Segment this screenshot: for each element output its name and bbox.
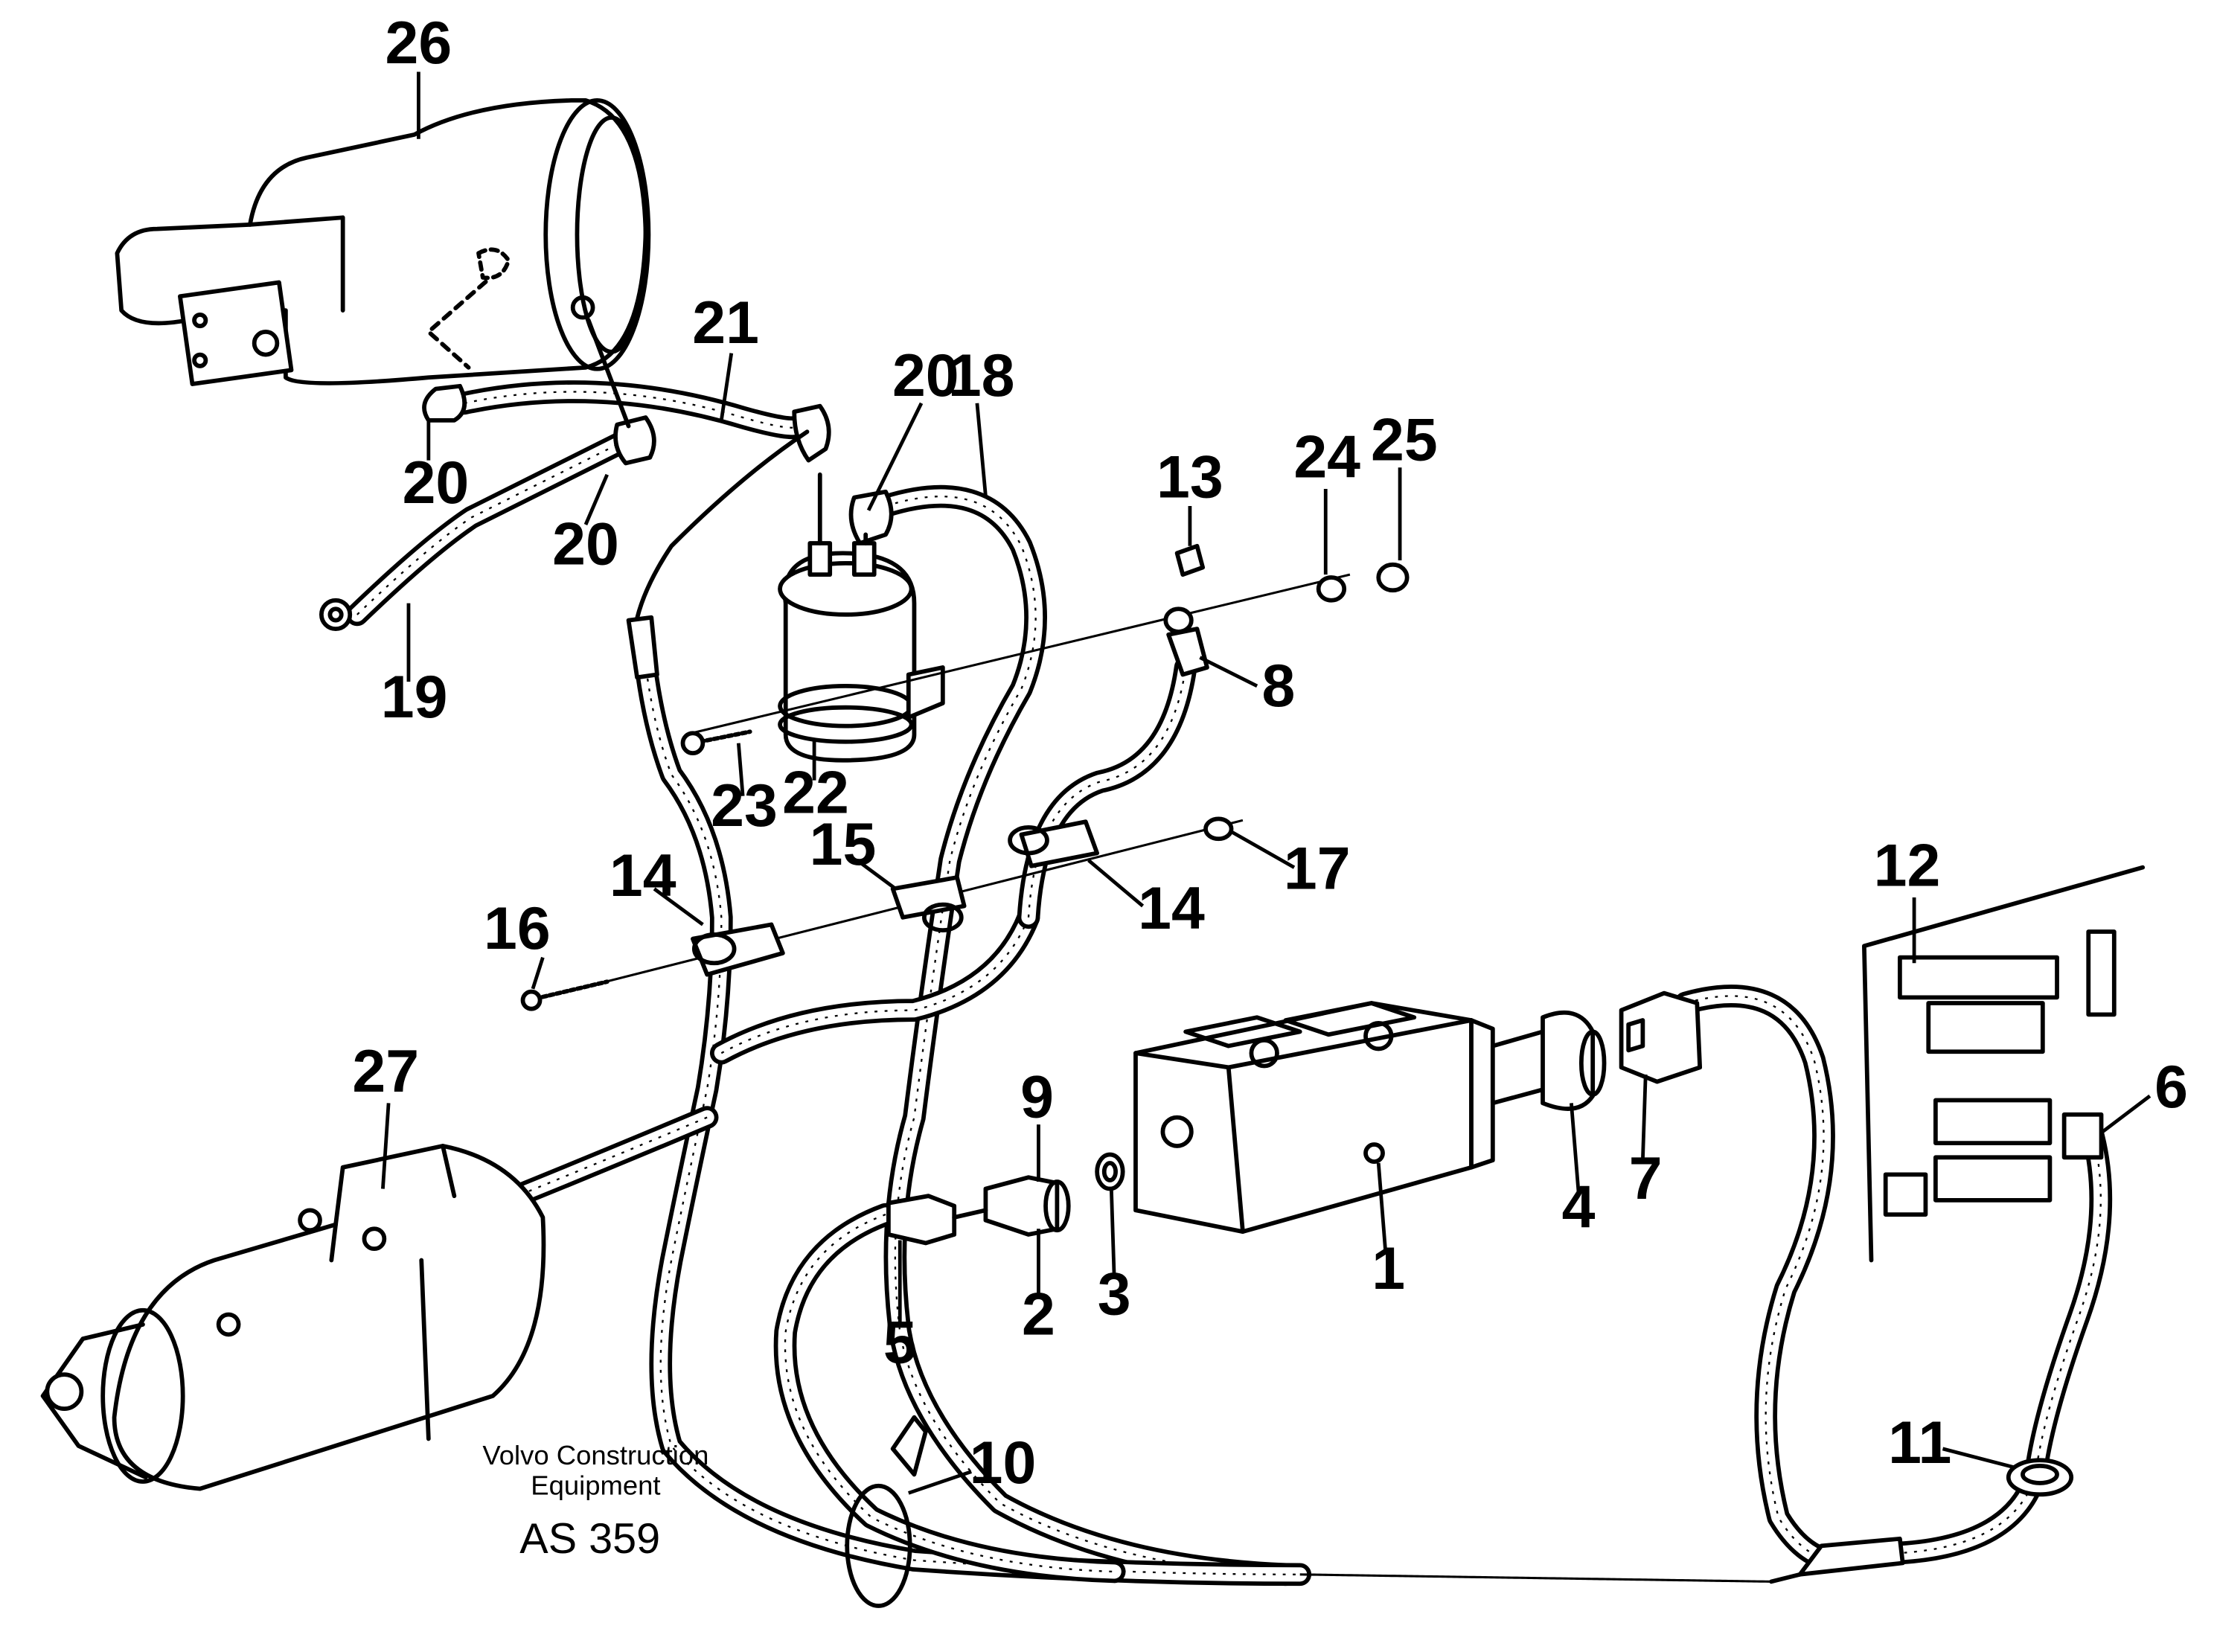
caption: Volvo Construction Equipment AS 359	[482, 1440, 708, 1563]
fitting-4	[1541, 1010, 1607, 1111]
callout-10: 10	[970, 1430, 1037, 1496]
callout-11: 11	[1888, 1409, 1951, 1476]
callout-23: 23	[711, 772, 778, 839]
callout-18: 18	[948, 342, 1015, 409]
callout-15: 15	[810, 811, 877, 878]
nut-25	[1376, 562, 1410, 593]
caption-code: AS 359	[519, 1515, 660, 1563]
terminal-8	[1163, 606, 1209, 677]
callout-14-right: 14	[1138, 875, 1205, 942]
cable-18	[848, 484, 1297, 1587]
clip-13	[1174, 543, 1206, 577]
cable-21	[422, 380, 831, 627]
callout-1: 1	[1372, 1235, 1405, 1302]
callout-20-left: 20	[403, 449, 470, 516]
harness-right	[1299, 985, 2113, 1584]
callout-22: 22	[782, 760, 849, 827]
connector-7	[1619, 990, 1703, 1084]
callout-labels: 26 21 20 20 20 18 19 13 24 25 8 22 23 14…	[352, 10, 2188, 1496]
callout-3: 3	[1098, 1261, 1131, 1328]
valve-block-1	[1133, 1001, 1548, 1235]
callout-14-left: 14	[610, 842, 676, 909]
callout-20-middle: 20	[552, 511, 619, 578]
callout-5: 5	[883, 1310, 917, 1377]
starter-motor-27	[40, 1144, 546, 1491]
callout-21: 21	[692, 289, 759, 356]
caption-maker-line2: Equipment	[531, 1470, 660, 1500]
callout-4: 4	[1562, 1174, 1596, 1240]
callout-9: 9	[1020, 1064, 1054, 1131]
callout-2: 2	[1022, 1281, 1055, 1348]
caption-maker-line1: Volvo Construction	[482, 1440, 708, 1470]
callout-25: 25	[1371, 407, 1438, 474]
leader-lines	[381, 71, 2152, 1495]
callout-6: 6	[2154, 1054, 2188, 1121]
callout-13: 13	[1157, 444, 1223, 511]
callout-19: 19	[381, 664, 448, 731]
cable-tie-10	[845, 1415, 928, 1608]
callout-12: 12	[1874, 833, 1941, 900]
callout-27: 27	[352, 1038, 419, 1105]
washer-24	[1316, 575, 1347, 603]
connector-5	[886, 1194, 988, 1246]
cap-9	[983, 1175, 1071, 1237]
callout-8: 8	[1261, 653, 1295, 720]
callout-24: 24	[1293, 424, 1360, 491]
clamps	[520, 573, 1351, 1011]
washer-3	[1095, 1152, 1125, 1191]
callout-20-top: 20	[892, 342, 959, 409]
solenoid-22	[778, 472, 945, 763]
callout-26: 26	[386, 10, 452, 77]
circuit-board-12	[1862, 865, 2146, 1263]
cable-5	[773, 1203, 1126, 1584]
cylinder-unit-26	[115, 98, 651, 386]
callout-7: 7	[1629, 1145, 1663, 1212]
harness-main	[217, 615, 1312, 1587]
cable-19	[319, 318, 656, 631]
callout-16: 16	[484, 895, 551, 962]
callout-17: 17	[1284, 835, 1351, 902]
